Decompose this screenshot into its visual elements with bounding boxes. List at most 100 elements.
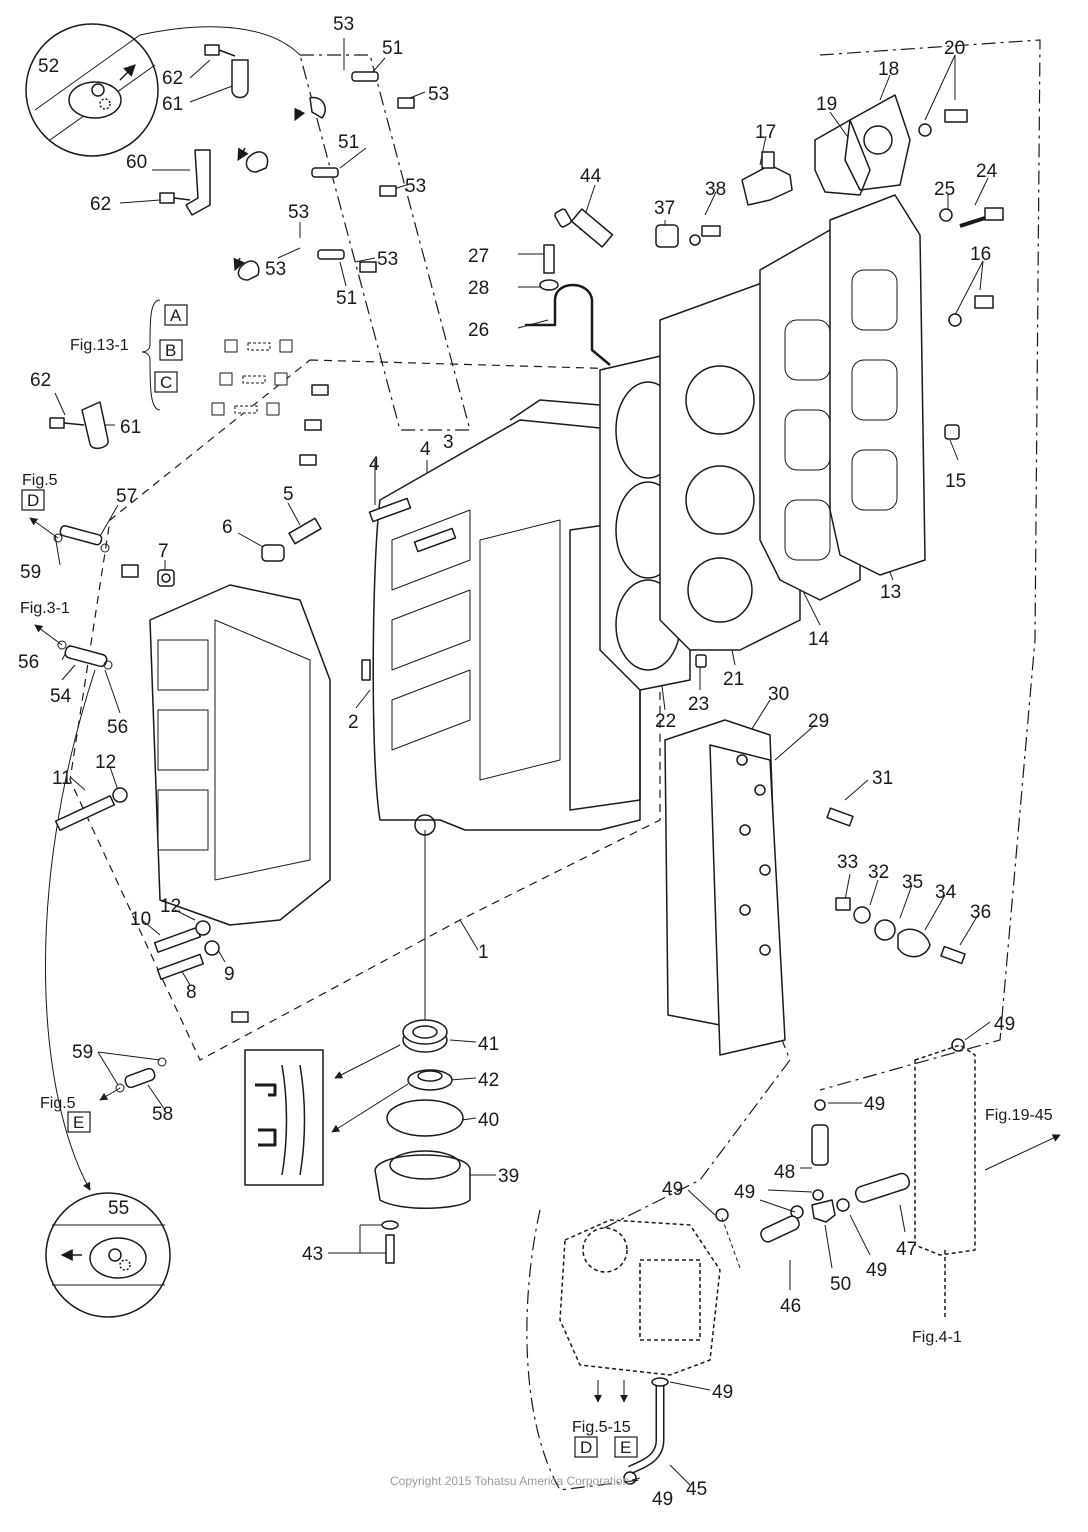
boxed-letters: A B C D E D E: [21, 304, 638, 1458]
callout: 49: [734, 1182, 755, 1203]
callout: 49: [652, 1489, 673, 1510]
svg-text:D: D: [580, 1438, 592, 1457]
callout: 54: [50, 686, 72, 707]
svg-text:E: E: [620, 1438, 631, 1457]
bolts-lower-left: [54, 787, 220, 980]
copyright-text: Copyright 2015 Tohatsu America Corporati…: [390, 1474, 629, 1488]
arrow-inset-41: [334, 1044, 401, 1079]
pipe-58: [124, 1067, 156, 1089]
callout: 37: [654, 198, 675, 219]
bolt-38: [689, 225, 721, 246]
bolt-crankcase-bottom: [231, 1011, 249, 1023]
figure-references: Fig.13-1 Fig.5 Fig.3-1 Fig.5 Fig.19-45 F…: [20, 299, 1053, 1436]
connector-46-to-pump: [721, 1217, 741, 1269]
callout: 62: [30, 370, 51, 391]
ref-fig5-bottom: Fig.5: [40, 1095, 76, 1112]
callout: 60: [126, 152, 147, 173]
bolt-62-left: [49, 417, 85, 429]
callout: 8: [186, 982, 197, 1003]
spark-plug-44: [554, 208, 614, 248]
callout: 28: [468, 278, 489, 299]
arrow-to-fig5-top: [29, 517, 59, 539]
callout: 4: [369, 454, 380, 475]
callout: 9: [224, 964, 235, 985]
housing-39: [374, 1150, 471, 1209]
callout: 38: [705, 179, 726, 200]
bolt-62-top: [204, 44, 236, 57]
ref-fig5-15: Fig.5-15: [572, 1419, 631, 1436]
bolts-53: [359, 97, 415, 273]
ref-fig13-brace: [141, 299, 161, 411]
callout: 57: [116, 486, 137, 507]
sleeve-6: [261, 544, 285, 562]
callout: 58: [152, 1104, 173, 1125]
thermostat-cover-18: [844, 94, 911, 191]
outline-water-circuit: [526, 1209, 641, 1491]
callout: 51: [338, 132, 359, 153]
callout: 19: [816, 94, 837, 115]
callout: 32: [868, 862, 889, 883]
callout: 49: [712, 1382, 733, 1403]
callout: 50: [830, 1274, 851, 1295]
detail-link-curve: [44, 669, 96, 1191]
exhaust-cover-30: [664, 719, 786, 1056]
callout: 3: [443, 432, 454, 453]
bolt-62-mid: [159, 192, 191, 204]
callout: 62: [90, 194, 111, 215]
cap-37: [655, 224, 679, 248]
callout: 27: [468, 246, 489, 267]
callout: 18: [878, 59, 899, 80]
box-d-pump: D: [574, 1436, 598, 1458]
hose-47: [854, 1172, 911, 1203]
nut-7: [157, 569, 175, 587]
water-pump-assembly: [559, 1219, 721, 1376]
callout: 49: [864, 1094, 885, 1115]
box-c: C: [154, 371, 178, 393]
callout: 52: [38, 56, 59, 77]
outline-top-fittings: [299, 54, 471, 431]
box-b: B: [159, 339, 183, 361]
svg-text:B: B: [165, 341, 176, 360]
callout: 61: [120, 417, 141, 438]
arrow-to-fig3: [34, 624, 63, 646]
bearing-41: [402, 1019, 448, 1053]
callout: 53: [405, 176, 426, 197]
callout: 25: [934, 179, 955, 200]
callout: 49: [662, 1179, 683, 1200]
callout: 7: [158, 541, 169, 562]
callout: 53: [265, 259, 286, 280]
ref-fig3: Fig.3-1: [20, 600, 70, 617]
outline-right-group: [819, 39, 1041, 1091]
hose-clips-abc: [211, 339, 293, 416]
svg-text:C: C: [160, 373, 172, 392]
callout: 56: [107, 717, 128, 738]
callout: 10: [130, 909, 151, 930]
pins-51: [311, 71, 379, 260]
callout: 4: [420, 439, 431, 460]
bolts-43: [381, 1220, 399, 1264]
callout: 62: [162, 68, 183, 89]
ref-fig19: Fig.19-45: [985, 1107, 1053, 1124]
callout: 59: [72, 1042, 93, 1063]
callout: 16: [970, 244, 991, 265]
pin-23: [695, 654, 707, 668]
callout: 33: [837, 852, 858, 873]
callout: 45: [686, 1479, 707, 1500]
callout: 11: [52, 768, 72, 789]
pipe-57: [59, 525, 103, 546]
bolt-27-washer-28: [539, 244, 559, 291]
callout: 61: [162, 94, 183, 115]
clamps-49: [623, 1038, 965, 1485]
callout: 43: [302, 1244, 323, 1265]
crankcase-half-left: [149, 584, 331, 926]
callout: 44: [580, 166, 602, 187]
svg-text:D: D: [27, 491, 39, 510]
callout: 53: [428, 84, 449, 105]
box-d-top: D: [21, 489, 45, 511]
outline-cover-to-pump: [599, 1009, 791, 1231]
callout: 26: [468, 320, 489, 341]
callout: 22: [655, 711, 676, 732]
bolts-right: [918, 109, 1004, 440]
sensor-17: [741, 151, 793, 206]
